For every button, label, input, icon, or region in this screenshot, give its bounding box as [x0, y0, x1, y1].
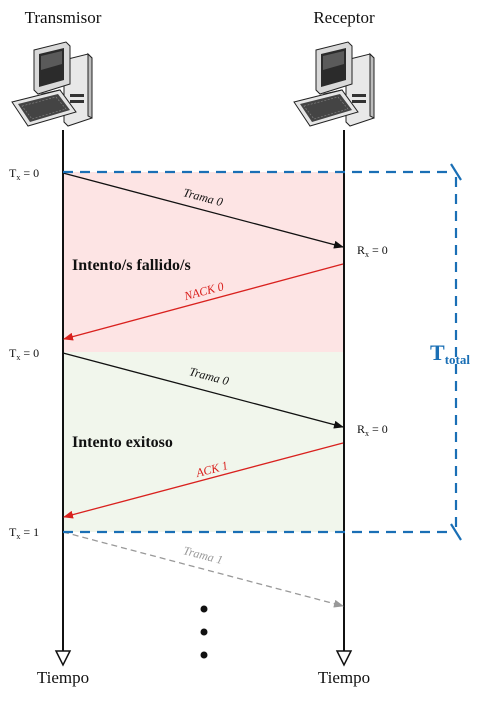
tx-label: Tx= 0 [9, 346, 39, 362]
computer-icon [293, 41, 375, 127]
transmitter-title: Transmisor [25, 8, 102, 27]
continuation-dot [200, 651, 208, 659]
total-bracket-tick [450, 523, 462, 541]
nack-arrow [63, 263, 344, 341]
continuation-dot [200, 628, 208, 636]
failed-attempt-region [63, 172, 345, 352]
next-frame-arrow [62, 531, 344, 608]
continuation-dot [200, 605, 208, 613]
receiver-time-arrowhead [335, 650, 353, 667]
transmitter-time-arrowhead [54, 650, 72, 667]
tx-label: Tx= 0 [9, 166, 39, 182]
receiver-time-label: Tiempo [318, 668, 370, 687]
attempt-title: Intento exitoso [72, 434, 173, 451]
frame-arrow [62, 352, 344, 429]
rx-label: Rx= 0 [357, 422, 388, 438]
ack-arrow [63, 442, 344, 519]
tx-label: Tx= 1 [9, 525, 39, 541]
frame-arrow [62, 172, 344, 249]
attempt-title: Intento/s fallido/s [72, 257, 191, 274]
receiver-title: Receptor [313, 8, 375, 27]
computer-icon [11, 41, 93, 127]
rx-label: Rx= 0 [357, 243, 388, 259]
successful-attempt-region [63, 352, 345, 532]
next-frame-label: Trama 1 [182, 543, 225, 567]
total-bracket-tick [450, 163, 462, 181]
total-time-label: Ttotal [430, 340, 470, 367]
transmitter-time-label: Tiempo [37, 668, 89, 687]
